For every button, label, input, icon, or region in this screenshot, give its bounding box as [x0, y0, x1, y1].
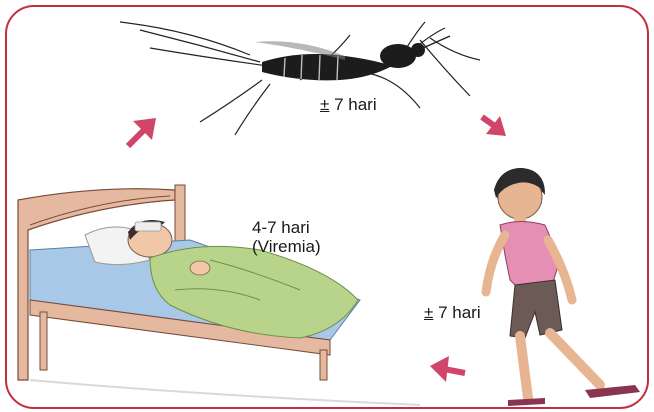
- plus-minus-sign: ±: [320, 95, 329, 114]
- healthy-child-stage-duration: 7 hari: [438, 303, 481, 322]
- sick-person-stage-note: (Viremia): [252, 237, 321, 256]
- healthy-child-illustration: [486, 168, 640, 406]
- arrow-bed-to-mosquito: [128, 118, 156, 146]
- sick-person-stage-duration: 4-7 hari: [252, 218, 321, 237]
- plus-minus-sign: ±: [424, 303, 433, 322]
- sick-person-stage-label: 4-7 hari (Viremia): [252, 218, 321, 256]
- arrow-mosquito-to-child: [482, 116, 506, 136]
- mosquito-illustration: [120, 22, 480, 135]
- bed-with-sick-person-illustration: [18, 185, 360, 380]
- ground-shadow: [30, 380, 420, 405]
- mosquito-stage-label: ± 7 hari: [320, 95, 377, 114]
- mosquito-stage-duration: 7 hari: [334, 95, 377, 114]
- healthy-child-stage-label: ± 7 hari: [424, 303, 481, 322]
- arrow-child-to-bed: [430, 356, 465, 382]
